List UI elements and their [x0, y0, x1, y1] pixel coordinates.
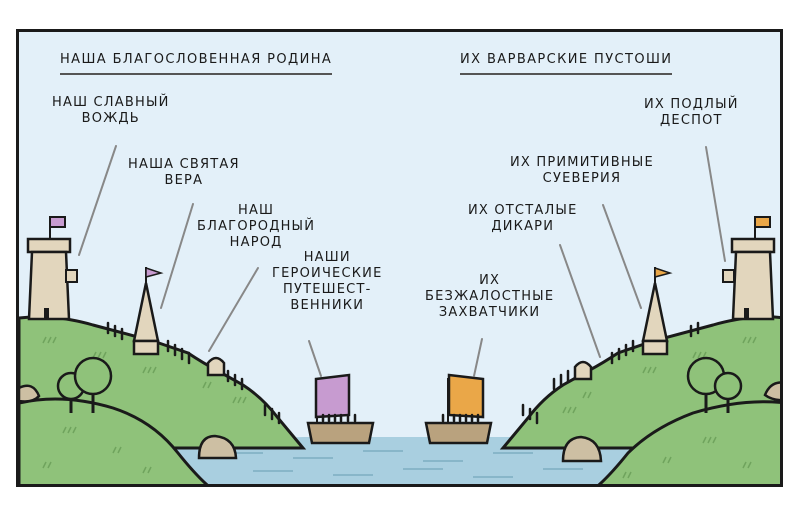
left-boat	[306, 373, 375, 445]
right-castle-tower	[722, 216, 776, 321]
label-savages: ИХ ОТСТАЛЫЕ ДИКАРИ	[468, 203, 578, 234]
label-invaders: ИХ БЕЗЖАЛОСТНЫЕ ЗАХВАТЧИКИ	[425, 273, 555, 320]
pointer-superstitions	[602, 204, 642, 309]
label-superstitions: ИХ ПРИМИТИВНЫЕ СУЕВЕРИЯ	[510, 155, 654, 186]
pointer-leader	[78, 145, 117, 256]
left-rock	[197, 434, 238, 460]
pointer-despot	[705, 146, 726, 262]
pointer-savages	[559, 244, 601, 358]
label-travelers: НАШИ ГЕРОИЧЕСКИЕ ПУТЕШЕСТ- ВЕННИКИ	[272, 250, 383, 313]
label-people: НАШ БЛАГОРОДНЫЙ НАРОД	[197, 203, 316, 250]
left-spire	[132, 266, 164, 356]
comic-panel	[16, 29, 783, 487]
right-trees	[686, 356, 743, 413]
left-heading: НАША БЛАГОСЛОВЕННАЯ РОДИНА	[60, 52, 333, 75]
right-heading: ИХ ВАРВАРСКИЕ ПУСТОШИ	[460, 52, 673, 75]
pointer-travelers	[308, 340, 322, 377]
left-hill-front	[19, 397, 209, 484]
label-despot: ИХ ПОДЛЫЙ ДЕСПОТ	[644, 97, 739, 128]
right-hill-front	[597, 400, 780, 484]
right-spire	[641, 266, 673, 356]
right-hut	[573, 360, 593, 381]
right-rock	[561, 435, 603, 463]
right-boat	[424, 373, 493, 445]
pointer-people	[208, 267, 259, 352]
landscape-scene	[19, 32, 780, 484]
left-hut	[206, 356, 226, 377]
left-castle-tower	[26, 216, 78, 321]
label-leader: НАШ СЛАВНЫЙ ВОЖДЬ	[52, 95, 170, 126]
left-trees	[56, 356, 113, 413]
pointer-invaders	[473, 338, 483, 377]
label-faith: НАША СВЯТАЯ ВЕРА	[128, 157, 240, 188]
pointer-faith	[160, 203, 194, 309]
